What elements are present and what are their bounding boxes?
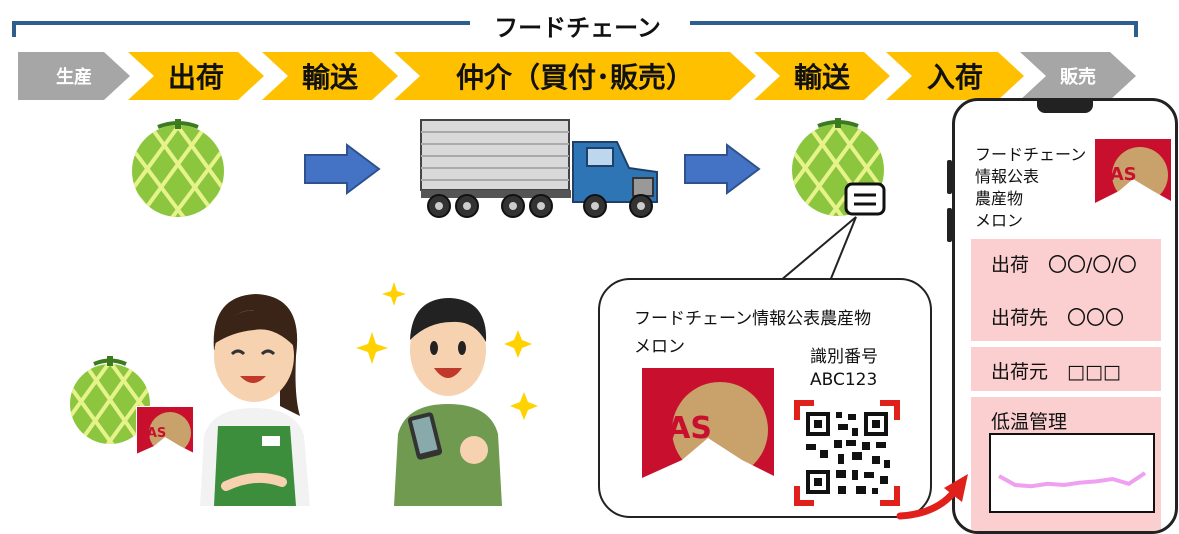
red-arrow-icon: [896, 474, 968, 520]
id-label: 識別番号: [810, 347, 878, 367]
phone-header-line4: メロン: [975, 211, 1024, 230]
bubble-title: フードチェーン情報公表農産物: [634, 309, 872, 329]
ship-from-cell: 出荷元 □□□: [971, 347, 1161, 391]
jas-logo: JAS: [1095, 139, 1171, 215]
step-transport-2: 輸送: [754, 52, 890, 100]
bubble-product: メロン: [634, 337, 685, 357]
step-arrival: 入荷: [886, 52, 1024, 100]
step-shipping: 出荷: [128, 52, 264, 100]
sparkle-icon: [356, 282, 538, 420]
phone-notch: [1037, 101, 1093, 113]
smartphone: フードチェーン 情報公表 農産物 メロン JAS 出荷 〇〇/〇/〇 出荷先 〇…: [952, 98, 1178, 534]
truck-icon: [420, 119, 658, 218]
temp-cell: 低温管理: [971, 397, 1161, 531]
temp-line: [998, 471, 1147, 489]
id-value: ABC123: [810, 370, 878, 390]
chain-bracket-right: [690, 21, 1138, 25]
phone-side-button: [947, 208, 952, 242]
store-clerk-illustration: [200, 294, 310, 506]
jas-logo: JAS: [642, 368, 774, 500]
jas-logo-text: JAS: [654, 411, 712, 446]
melon-icon: [792, 118, 886, 216]
phone-header-line2: 情報公表: [975, 167, 1040, 186]
ship-date: 出荷 〇〇/〇/〇: [991, 254, 1137, 276]
phone-side-button: [947, 160, 952, 194]
step-sales: 販売: [1020, 52, 1136, 100]
step-production: 生産: [18, 52, 130, 100]
chain-bracket-left: [12, 21, 472, 25]
customer-illustration: [394, 298, 502, 506]
qr-code-icon[interactable]: [794, 400, 900, 506]
chain-bracket-right-end: [1134, 21, 1138, 37]
svg-text:JAS: JAS: [141, 426, 166, 441]
flow-arrow-icon: [684, 143, 761, 195]
temp-chart: [989, 433, 1155, 513]
phone-header-line1: フードチェーン: [975, 145, 1087, 164]
ship-from: 出荷元 □□□: [991, 361, 1121, 383]
chain-title: フードチェーン: [470, 8, 685, 43]
melon-icon: [70, 356, 150, 444]
temp-label: 低温管理: [991, 411, 1068, 433]
ship-date-cell: 出荷 〇〇/〇/〇 出荷先 〇〇〇: [971, 239, 1161, 341]
phone-header-line3: 農産物: [975, 189, 1024, 208]
label-bubble: フードチェーン情報公表農産物 メロン 識別番号 ABC123 JAS: [598, 278, 932, 518]
step-transport-1: 輸送: [262, 52, 398, 100]
step-intermediary: 仲介（買付･販売）: [394, 52, 756, 100]
svg-text:JAS: JAS: [1101, 164, 1137, 185]
ship-to: 出荷先 〇〇〇: [991, 307, 1125, 329]
flow-arrow-icon: [304, 143, 381, 195]
jas-logo: JAS: [136, 406, 194, 464]
melon-icon: [132, 119, 224, 217]
chain-bracket-left-end: [12, 21, 16, 37]
bubble-tail: [777, 216, 857, 282]
